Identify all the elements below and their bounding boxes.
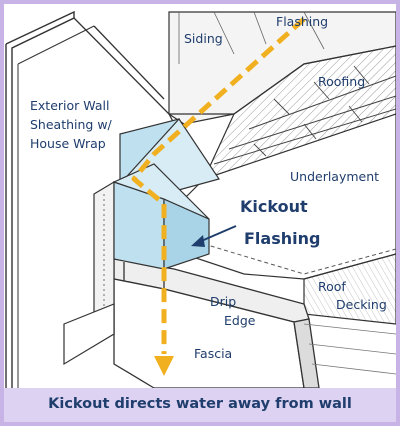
label-roof-decking-2: Decking — [336, 297, 387, 312]
label-fascia: Fascia — [194, 346, 233, 361]
label-flashing: Flashing — [276, 14, 329, 29]
label-kickout-1: Kickout — [240, 197, 308, 216]
kickout-pointer-head — [191, 235, 205, 247]
wall-trim — [63, 180, 115, 366]
label-exterior-wall-2: Sheathing w/ — [30, 117, 112, 132]
label-drip-1: Drip — [210, 294, 237, 309]
water-path-arrow — [131, 17, 306, 376]
label-drip-2: Edge — [224, 313, 256, 328]
label-exterior-wall-3: House Wrap — [30, 136, 106, 151]
roofing — [202, 45, 396, 180]
kickout-pointer-arrow — [198, 225, 237, 243]
label-roofing: Roofing — [318, 74, 366, 89]
label-kickout-2: Flashing — [244, 229, 321, 248]
caption-band: Kickout directs water away from wall — [4, 388, 396, 422]
label-roof-decking-1: Roof — [318, 279, 346, 294]
roof-decking — [303, 253, 396, 325]
caption: Kickout directs water away from wall — [48, 396, 352, 412]
label-siding: Siding — [184, 31, 223, 46]
roof-wall-diagram — [5, 10, 396, 389]
label-underlayment: Underlayment — [290, 169, 380, 184]
label-exterior-wall-1: Exterior Wall — [30, 98, 110, 113]
